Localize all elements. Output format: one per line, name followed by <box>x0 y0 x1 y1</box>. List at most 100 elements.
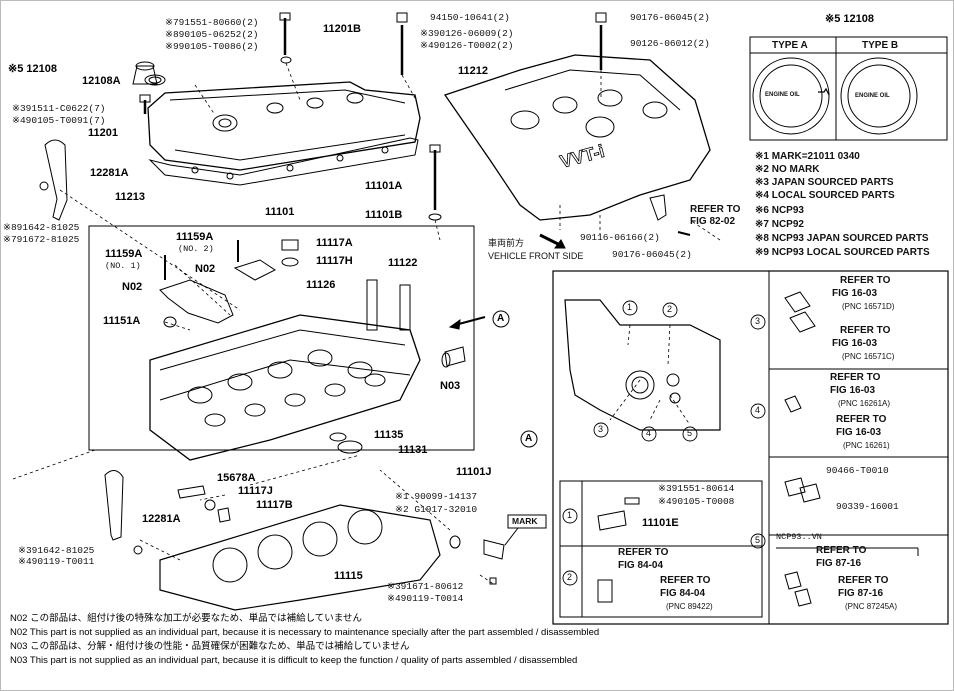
box4-ref1-b[interactable]: FIG 16-03 <box>830 385 876 396</box>
callout-12108A: 12108A <box>82 75 121 87</box>
callout-490105-T0091: ※490105-T0091(7) <box>12 115 106 126</box>
callout-11151A: 11151A <box>103 315 141 327</box>
box2-ref2-b[interactable]: FIG 84-04 <box>660 588 706 599</box>
legend-2: ※2 NO MARK <box>755 164 820 175</box>
callout-11117J: 11117J <box>238 485 273 497</box>
callout-94150-10641: 94150-10641(2) <box>430 12 510 23</box>
box3-ref1-b[interactable]: FIG 16-03 <box>832 288 878 299</box>
mark-label: MARK <box>512 516 538 526</box>
callout-490119-T0014: ※490119-T0014 <box>387 593 464 604</box>
callout-11117B: 11117B <box>256 499 293 511</box>
box4-ref2-a[interactable]: REFER TO <box>836 414 887 425</box>
legend-5: ※6 NCP93 <box>755 205 804 216</box>
callout-15678A: 15678A <box>217 472 256 484</box>
callout-11101B: 11101B <box>365 209 403 221</box>
type-box <box>749 36 948 141</box>
callout-490126-T0002: ※490126-T0002(2) <box>420 40 514 51</box>
callout-791672-81025: ※791672-81025 <box>3 234 80 245</box>
callout-11135: 11135 <box>374 429 404 441</box>
refer-82-02-line1[interactable]: REFER TO <box>690 204 741 215</box>
box4-ref2-b[interactable]: FIG 16-03 <box>836 427 882 438</box>
type-a-label: TYPE A <box>772 40 808 51</box>
marker-3: 3 <box>598 424 604 434</box>
callout-90176-06045-top: 90176-06045(2) <box>630 12 710 23</box>
callout-11115: 11115 <box>334 570 363 582</box>
legend-3: ※3 JAPAN SOURCED PARTS <box>755 177 894 188</box>
type-box-title: ※5 12108 <box>825 13 874 25</box>
callout-11101A: 11101A <box>365 180 403 192</box>
type-a-cap-text: ENGINE OIL <box>765 92 800 98</box>
svg-text:VVT-i: VVT-i <box>558 141 607 172</box>
marker-5: 5 <box>687 428 693 438</box>
callout-11159A-1: 11159A <box>105 248 143 260</box>
refer-82-02-line2[interactable]: FIG 82-02 <box>690 216 736 227</box>
callout-90126-06012: 90126-06012(2) <box>630 38 710 49</box>
box1-11101E: 11101E <box>642 517 679 529</box>
callout-11201B: 11201B <box>323 23 361 35</box>
box5-ref1-b[interactable]: FIG 87-16 <box>816 558 862 569</box>
callout-390126-06009: ※390126-06009(2) <box>420 28 514 39</box>
box5-90466: 90466-T0010 <box>826 465 889 476</box>
callout-11159A-no2: (NO. 2) <box>178 244 214 254</box>
footnote-n03-en: N03 This part is not supplied as an indi… <box>10 655 578 666</box>
box2-ref2-a[interactable]: REFER TO <box>660 575 711 586</box>
callout-N02-b: N02 <box>122 281 143 293</box>
box3-ref1-a[interactable]: REFER TO <box>840 275 891 286</box>
valve-cover <box>147 81 421 171</box>
box4-ref1-c: (PNC 16261A) <box>838 399 891 408</box>
callout-11213: 11213 <box>115 191 145 203</box>
callout-G1917-32010: ※2 G1917-32010 <box>395 504 478 515</box>
callout-11126: 11126 <box>306 279 336 291</box>
callout-12281A-bottom: 12281A <box>142 513 181 525</box>
box3-ref2-a[interactable]: REFER TO <box>840 325 891 336</box>
box5-90339: 90339-16001 <box>836 501 899 512</box>
marker-4: 4 <box>646 428 652 438</box>
vehicle-front-en: VEHICLE FRONT SIDE <box>488 251 584 261</box>
detail-sub-box <box>559 480 763 618</box>
callout-11201: 11201 <box>88 127 118 139</box>
footnote-n02-jp: N02 この部品は、組付け後の特殊な加工が必要なため、単品では補給していません <box>10 613 362 624</box>
vehicle-front-jp: 車両前方 <box>488 238 525 248</box>
marker-2: 2 <box>667 304 673 314</box>
oil-filler-cap <box>132 65 158 85</box>
box4-ref1-a[interactable]: REFER TO <box>830 372 881 383</box>
legend-7: ※8 NCP93 JAPAN SOURCED PARTS <box>755 233 929 244</box>
callout-11212: 11212 <box>458 65 488 77</box>
footnote-n03-jp: N03 この部品は、分解・組付け後の性能・品質確保が困難なため、単品では補給して… <box>10 641 410 652</box>
callout-N02-a: N02 <box>195 263 216 275</box>
box5-ref2-b[interactable]: FIG 87-16 <box>838 588 884 599</box>
type-b-label: TYPE B <box>862 40 899 51</box>
circle-a-main-label: A <box>497 313 505 324</box>
callout-990105-T0086: ※990105-T0086(2) <box>165 41 259 52</box>
box5-ref2-a[interactable]: REFER TO <box>838 575 889 586</box>
box3-ref2-c: (PNC 16571C) <box>842 352 895 361</box>
callout-11101J: 11101J <box>456 466 492 478</box>
box3-ref2-b[interactable]: FIG 16-03 <box>832 338 878 349</box>
callout-11131: 11131 <box>398 444 428 456</box>
detail-a-frame <box>552 270 949 625</box>
box5-ref2-c: (PNC 87245A) <box>845 602 898 611</box>
box1-490105: ※490105-T0008 <box>658 496 735 507</box>
box4-ref2-c: (PNC 16261) <box>843 441 890 450</box>
legend-4: ※4 LOCAL SOURCED PARTS <box>755 190 895 201</box>
callout-11117H: 11117H <box>316 255 353 267</box>
box2-ref1-b[interactable]: FIG 84-04 <box>618 560 664 571</box>
callout-90116-06166: 90116-06166(2) <box>580 232 660 243</box>
oil-cap-type-b <box>840 57 918 135</box>
box4-number: 4 <box>755 405 761 415</box>
box2-ref1-a[interactable]: REFER TO <box>618 547 669 558</box>
callout-12108: ※5 12108 <box>8 63 57 75</box>
engine-hanger-bottom <box>104 470 124 541</box>
box5-ref1-a[interactable]: REFER TO <box>816 545 867 556</box>
callout-N03: N03 <box>440 380 461 392</box>
marker-1: 1 <box>627 302 633 312</box>
type-b-cap-text: ENGINE OIL <box>855 93 890 99</box>
callout-391671-80612: ※391671-80612 <box>387 581 464 592</box>
box2-ref2-c: (PNC 89422) <box>666 602 713 611</box>
callout-490119-T0011: ※490119-T0011 <box>18 556 95 567</box>
legend-1: ※1 MARK=21011 0340 <box>755 151 860 162</box>
callout-11159A-no1: (NO. 1) <box>105 261 141 271</box>
callout-11159A-2: 11159A <box>176 231 214 243</box>
